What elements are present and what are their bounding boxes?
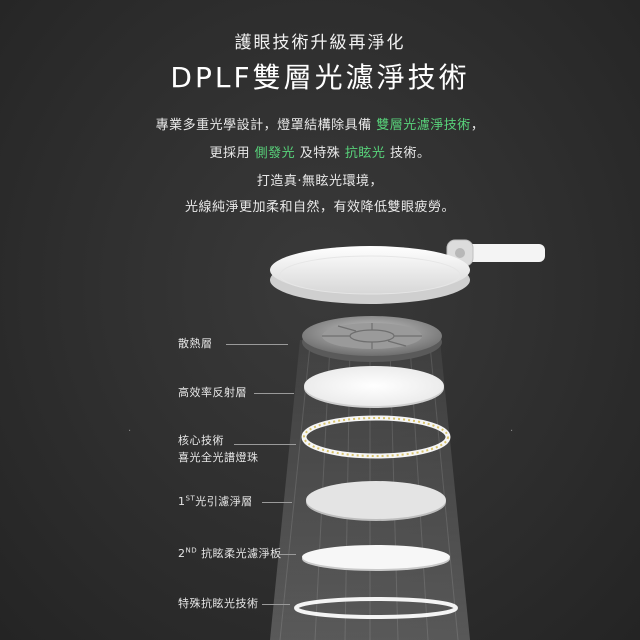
anti-glare-ring xyxy=(294,597,458,619)
ordinal-suffix: ND xyxy=(185,546,198,555)
lamp-head xyxy=(270,239,545,304)
description-text: 及特殊 xyxy=(295,146,345,161)
heat-sink-disc xyxy=(302,316,442,362)
label-text: 光引濾淨層 xyxy=(195,495,253,508)
leader-line xyxy=(262,604,290,605)
page-subtitle: 護眼技術升級再淨化 xyxy=(234,33,406,53)
first-filter-disc xyxy=(306,481,446,521)
highlight-side-light: 側發光 xyxy=(254,146,296,161)
leader-line xyxy=(226,344,288,345)
label-core-tech: 核心技術 xyxy=(178,434,224,447)
description-line-1: 專業多重光學設計，燈罩結構除具備 雙層光濾淨技術， xyxy=(0,114,640,133)
highlight-dual-filter: 雙層光濾淨技術 xyxy=(376,118,471,133)
label-first-filter: 1ST光引濾淨層 xyxy=(178,494,253,508)
leader-line xyxy=(234,444,296,445)
label-text: 抗眩柔光濾淨板 xyxy=(197,547,282,560)
description-line-4: 光線純淨更加柔和自然，有效降低雙眼疲勞。 xyxy=(184,200,455,215)
page-title: DPLF雙層光濾淨技術 xyxy=(170,61,470,94)
led-ring xyxy=(301,415,451,459)
leader-line xyxy=(278,554,296,555)
label-heat-layer: 散熱層 xyxy=(178,337,213,350)
reflector-disc xyxy=(304,366,444,408)
description-text: ， xyxy=(470,118,485,133)
description-line-2: 更採用 側發光 及特殊 抗眩光 技術。 xyxy=(0,142,640,161)
description-text: 技術。 xyxy=(385,146,431,161)
leader-line xyxy=(262,502,292,503)
label-second-filter: 2ND 抗眩柔光濾淨板 xyxy=(178,546,282,560)
description-line-3: 打造真‧無眩光環境， xyxy=(256,174,384,189)
decorative-dot: · xyxy=(128,426,132,437)
highlight-anti-glare: 抗眩光 xyxy=(344,146,386,161)
leader-line xyxy=(254,393,294,394)
label-core-led: 喜光全光譜燈珠 xyxy=(178,451,259,464)
description-text: 專業多重光學設計，燈罩結構除具備 xyxy=(155,118,377,133)
label-reflect-layer: 高效率反射層 xyxy=(178,386,247,399)
decorative-dot: · xyxy=(510,426,514,437)
label-anti-glare: 特殊抗眩光技術 xyxy=(178,597,259,610)
second-filter-disc xyxy=(302,545,450,571)
ordinal-suffix: ST xyxy=(185,494,196,503)
description-text: 更採用 xyxy=(209,146,255,161)
